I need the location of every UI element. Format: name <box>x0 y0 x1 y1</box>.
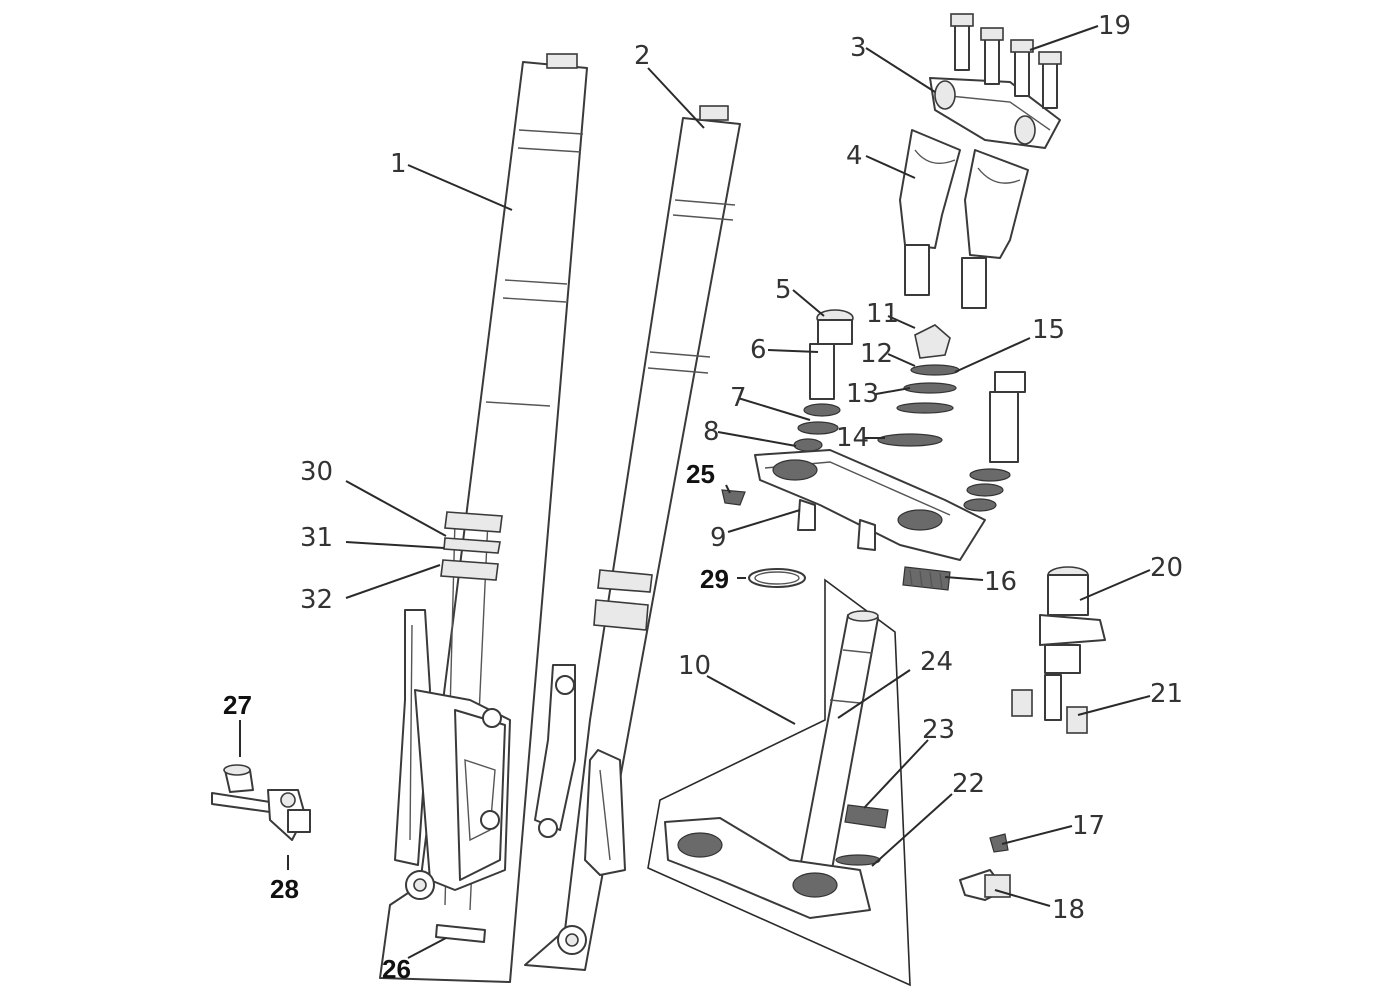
callout-6: 6 <box>750 335 767 365</box>
fork-leg-left <box>379 53 588 983</box>
handlebar-clamp-top <box>929 13 1062 149</box>
callout-20: 20 <box>1150 553 1183 583</box>
callout-16: 16 <box>984 567 1017 597</box>
handlebar-risers <box>899 129 1029 309</box>
callout-12: 12 <box>860 339 893 369</box>
callout-19: 19 <box>1098 11 1131 41</box>
callout-29: 29 <box>700 564 729 594</box>
fork-leg-right <box>524 105 741 971</box>
callout-18: 18 <box>1052 895 1085 925</box>
callout-26: 26 <box>382 954 411 984</box>
callout-17: 17 <box>1072 811 1105 841</box>
callout-28: 28 <box>270 874 299 904</box>
callout-2: 2 <box>634 41 651 71</box>
lower-triple-clamp <box>664 610 889 919</box>
callout-30: 30 <box>300 457 333 487</box>
speed-sensor <box>211 764 311 841</box>
callout-25: 25 <box>686 459 715 489</box>
leader-lines <box>239 25 1151 959</box>
callout-10: 10 <box>678 651 711 681</box>
callout-9: 9 <box>710 523 727 553</box>
callout-15: 15 <box>1032 315 1065 345</box>
cable-guide <box>959 869 1011 901</box>
callout-24: 24 <box>920 647 953 677</box>
callout-11: 11 <box>866 299 899 329</box>
callout-labels: 1 2 3 19 4 5 6 7 8 9 10 11 12 13 14 15 1… <box>223 11 1183 984</box>
callout-4: 4 <box>846 141 863 171</box>
callout-31: 31 <box>300 523 333 553</box>
callout-21: 21 <box>1150 679 1183 709</box>
callout-7: 7 <box>730 383 747 413</box>
callout-14: 14 <box>836 423 869 453</box>
callout-8: 8 <box>703 417 720 447</box>
callout-22: 22 <box>952 769 985 799</box>
callout-13: 13 <box>846 379 879 409</box>
axle-pin <box>435 924 486 943</box>
callout-1: 1 <box>390 149 407 179</box>
callout-3: 3 <box>850 33 867 63</box>
riser-bushings <box>793 309 1026 512</box>
clip <box>989 833 1009 853</box>
stem-nut-washers <box>877 324 960 447</box>
lower-clamp-frame <box>647 578 911 987</box>
callout-23: 23 <box>922 715 955 745</box>
callout-32: 32 <box>300 585 333 615</box>
callout-5: 5 <box>775 275 792 305</box>
steering-bearing <box>902 566 951 591</box>
upper-triple-clamp <box>721 449 986 561</box>
callout-27: 27 <box>223 690 252 720</box>
steering-lock <box>1011 566 1106 734</box>
